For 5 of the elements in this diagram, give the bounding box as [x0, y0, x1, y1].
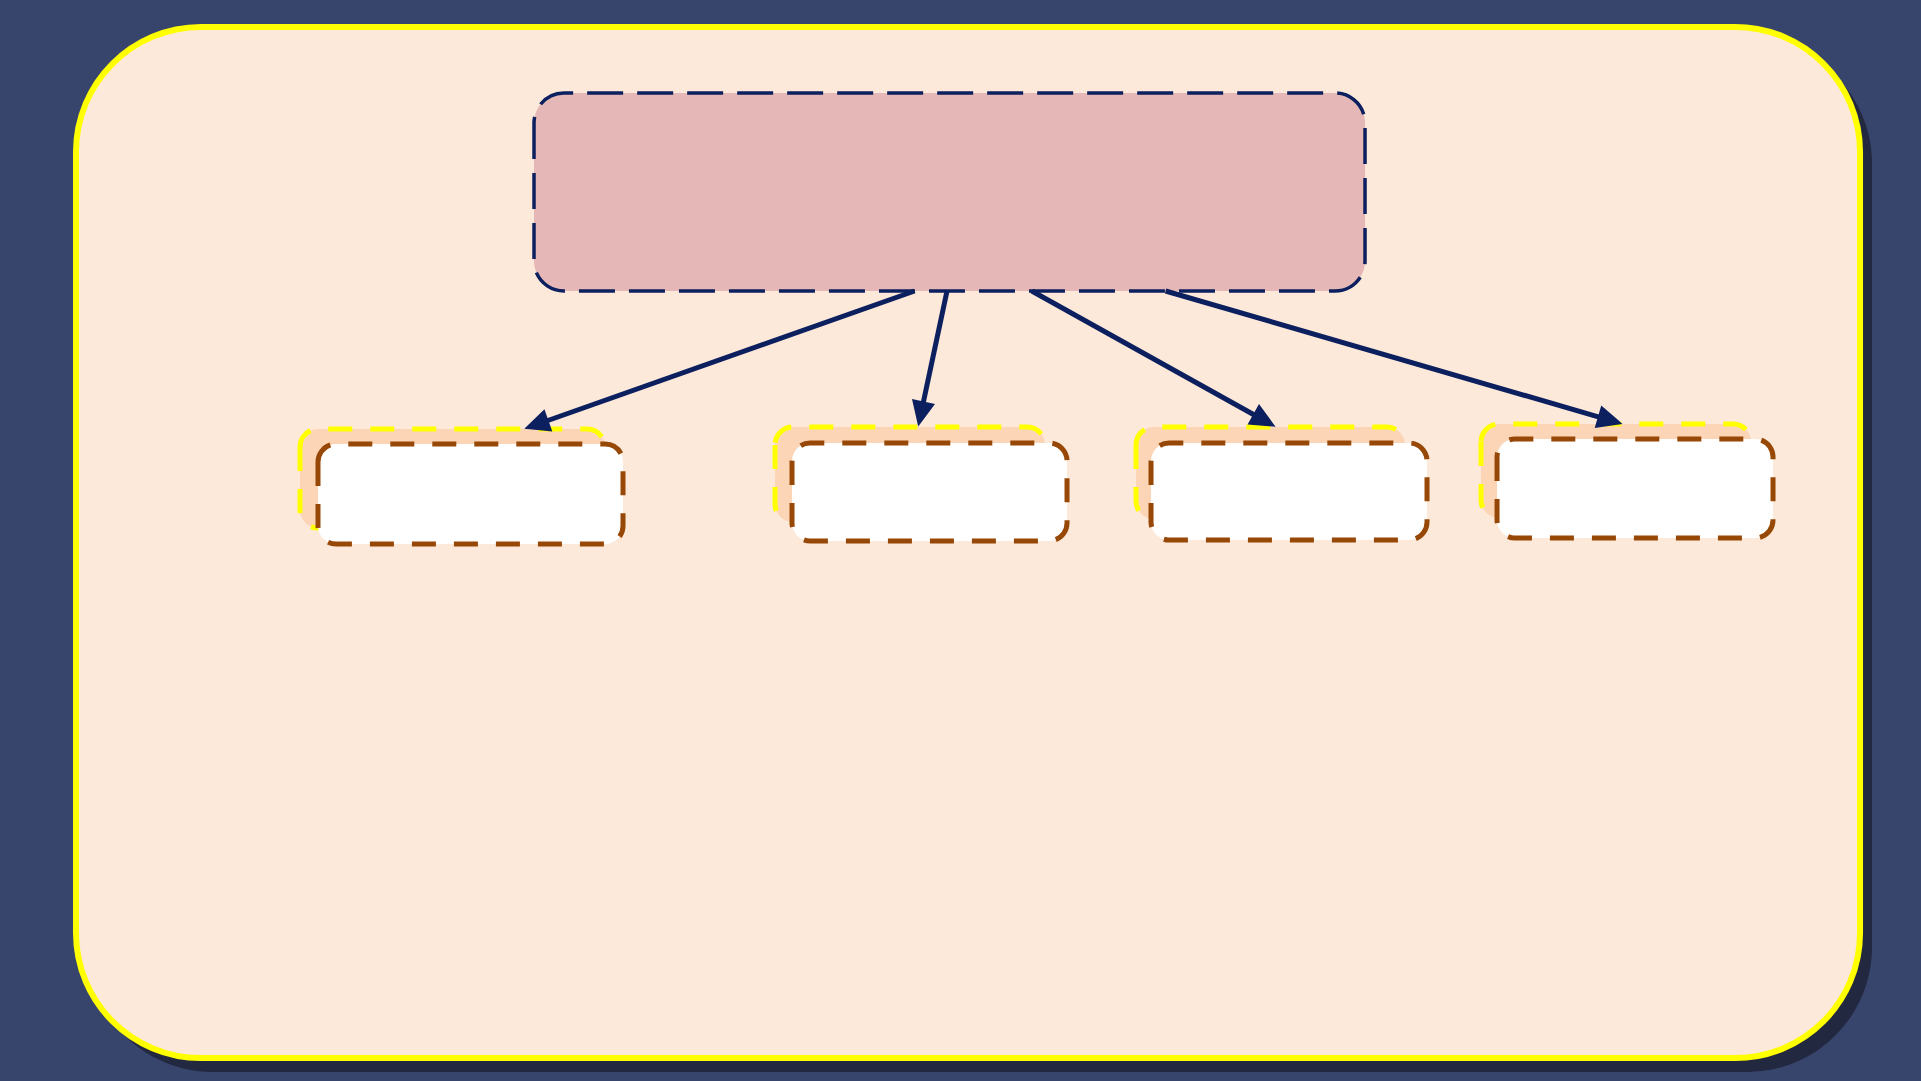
parent-box [532, 91, 1367, 293]
child-box [1478, 421, 1776, 541]
child-box [772, 424, 1070, 544]
child-box [1133, 424, 1430, 543]
child-box [297, 426, 626, 547]
